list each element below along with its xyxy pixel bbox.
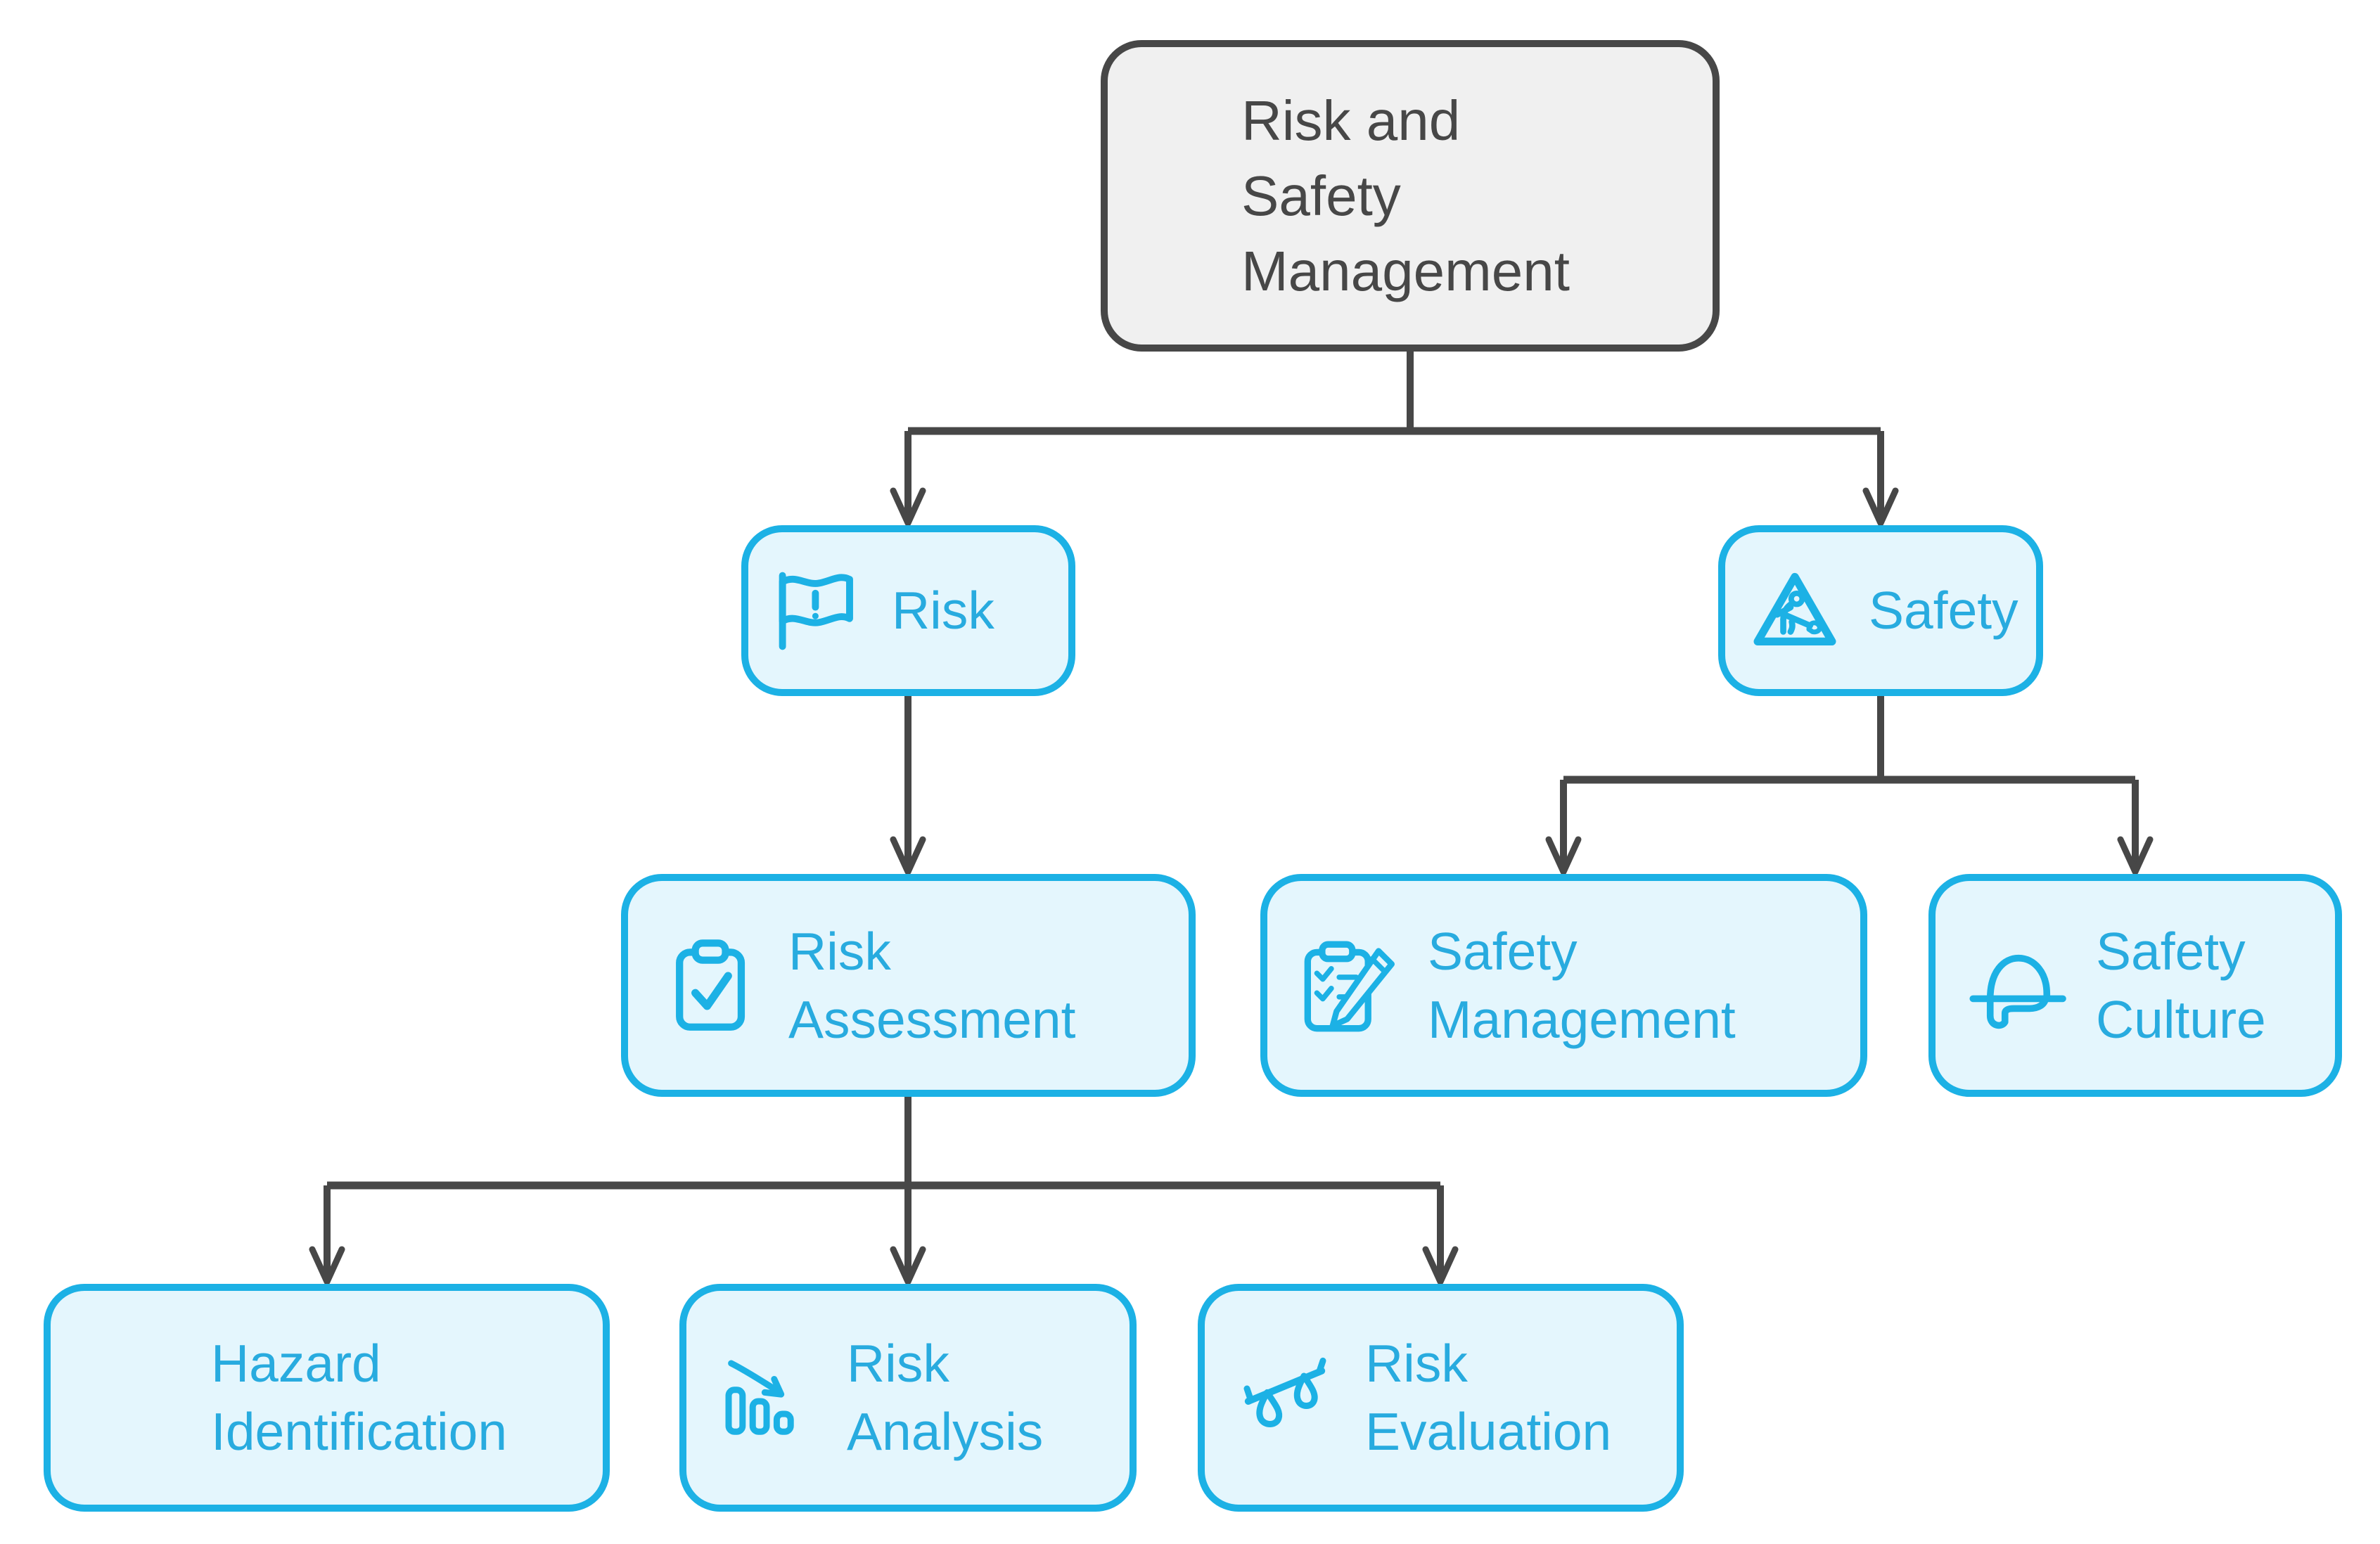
label-line: Identification — [211, 1402, 508, 1461]
label-line: Evaluation — [1365, 1402, 1612, 1461]
label-line: Management — [1428, 989, 1736, 1049]
node-safety: Safety — [1718, 525, 2043, 696]
label-line: Safety — [2096, 921, 2246, 981]
flag-exclamation-icon — [772, 562, 864, 660]
label-line: Management — [1241, 240, 1570, 302]
label-line: Safety — [1241, 165, 1401, 227]
checklist-pencil-icon — [1301, 933, 1400, 1038]
node-label: Safety Culture — [2096, 918, 2266, 1054]
arrowhead-icon — [890, 487, 926, 527]
node-label: Risk Evaluation — [1365, 1330, 1611, 1466]
node-label: Risk — [892, 577, 994, 645]
node-risk-analysis: Risk Analysis — [679, 1284, 1137, 1512]
node-safety-management: Safety Management — [1260, 874, 1867, 1097]
label-line: Assessment — [788, 989, 1076, 1049]
node-label: Safety Management — [1428, 918, 1736, 1054]
node-label: Risk and Safety Management — [1241, 83, 1570, 309]
icon-placeholder — [84, 1345, 183, 1450]
arrowhead-icon — [1422, 1246, 1459, 1285]
clipboard-check-icon — [662, 933, 760, 1038]
node-safety-culture: Safety Culture — [1928, 874, 2342, 1097]
arrowhead-icon — [1545, 836, 1582, 875]
label-line: Risk — [1365, 1334, 1468, 1393]
node-risk-assessment: Risk Assessment — [621, 874, 1196, 1097]
label-line: Analysis — [847, 1402, 1044, 1461]
node-label: Risk Assessment — [788, 918, 1075, 1054]
node-label: Hazard Identification — [211, 1330, 507, 1466]
label-line: Hazard — [211, 1334, 381, 1393]
node-risk: Risk — [741, 525, 1075, 696]
roadwork-warning-triangle-icon — [1749, 562, 1841, 660]
balance-scales-icon — [1239, 1345, 1337, 1450]
arrowhead-icon — [1862, 487, 1899, 527]
node-hazard-identification: Hazard Identification — [44, 1284, 610, 1512]
label-line: Risk — [892, 581, 994, 640]
hard-hat-icon — [1969, 933, 2068, 1038]
arrowhead-icon — [309, 1246, 345, 1285]
arrowhead-icon — [890, 1246, 926, 1285]
label-line: Risk — [847, 1334, 949, 1393]
node-label: Risk Analysis — [847, 1330, 1043, 1466]
node-risk-evaluation: Risk Evaluation — [1198, 1284, 1684, 1512]
node-label: Safety — [1869, 577, 2018, 645]
arrowhead-icon — [2117, 836, 2154, 875]
label-line: Risk and — [1241, 89, 1461, 152]
label-line: Risk — [788, 921, 891, 981]
label-line: Safety — [1428, 921, 1578, 981]
declining-bar-chart-arrow-icon — [720, 1345, 819, 1450]
label-line: Culture — [2096, 989, 2266, 1049]
arrowhead-icon — [890, 836, 926, 875]
node-risk-and-safety-management: Risk and Safety Management — [1101, 40, 1720, 352]
label-line: Safety — [1869, 581, 2018, 640]
